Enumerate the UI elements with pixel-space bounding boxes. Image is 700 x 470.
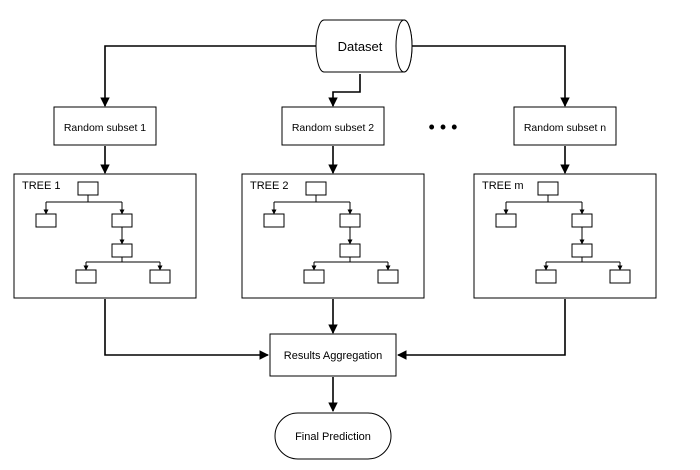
- prediction-node: Final Prediction: [274, 412, 392, 460]
- ellipsis: • • •: [429, 117, 458, 137]
- tree-node-leaf-right: [149, 269, 171, 284]
- aggregation-node: Results Aggregation: [269, 333, 397, 377]
- tree-m-graphic: [495, 181, 631, 284]
- aggregation-box: [269, 333, 397, 377]
- tree-node-mid: [571, 243, 593, 258]
- subset-2-box: [281, 106, 385, 146]
- tree-node-right: [111, 213, 133, 228]
- tree-node-root: [537, 181, 559, 196]
- subset-1-box: [53, 106, 157, 146]
- dataset-cylinder-end: [395, 19, 413, 73]
- tree-node-mid: [111, 243, 133, 258]
- tree-node-left: [495, 213, 517, 228]
- arrow-tree-m-to-aggregation: [397, 299, 566, 360]
- tree-node-mid: [339, 243, 361, 258]
- subset-1-label: Random subset 1: [64, 122, 146, 134]
- tree-m: TREE m: [473, 173, 657, 299]
- prediction-label: Final Prediction: [295, 431, 371, 443]
- subset-nodes: Random subset 1 Random subset 2 Random s…: [53, 106, 617, 146]
- arrow-tree-1-to-aggregation: [104, 299, 269, 360]
- tree-node-leaf-right: [377, 269, 399, 284]
- arrow-dataset-to-subset-1: [100, 45, 318, 107]
- tree-node-left: [263, 213, 285, 228]
- connector-lines: [100, 45, 570, 412]
- tree-node-right: [339, 213, 361, 228]
- tree-node-root: [305, 181, 327, 196]
- subset-2-label: Random subset 2: [292, 122, 374, 134]
- dataset-label: Dataset: [338, 39, 383, 54]
- tree-node-right: [571, 213, 593, 228]
- tree-m-label: TREE m: [482, 180, 524, 192]
- arrow-dataset-to-subset-2: [328, 74, 361, 107]
- tree-2: TREE 2: [241, 173, 425, 299]
- prediction-box: [274, 412, 392, 460]
- tree-node-leaf-left: [75, 269, 97, 284]
- tree-node-left: [35, 213, 57, 228]
- tree-node-leaf-right: [609, 269, 631, 284]
- tree-2-graphic: [263, 181, 399, 284]
- tree-2-label: TREE 2: [250, 180, 289, 192]
- tree-node-leaf-left: [303, 269, 325, 284]
- tree-1-graphic: [35, 181, 171, 284]
- tree-nodes: TREE 1 TREE 2 TREE m: [13, 173, 657, 299]
- subset-n-box: [513, 106, 617, 146]
- tree-node-root: [77, 181, 99, 196]
- tree-1-label: TREE 1: [22, 180, 61, 192]
- tree-node-leaf-left: [535, 269, 557, 284]
- dataset-node: Dataset: [315, 19, 413, 73]
- aggregation-label: Results Aggregation: [284, 350, 382, 362]
- arrow-dataset-to-subset-n: [410, 45, 570, 107]
- subset-n-label: Random subset n: [524, 122, 606, 134]
- tree-1: TREE 1: [13, 173, 197, 299]
